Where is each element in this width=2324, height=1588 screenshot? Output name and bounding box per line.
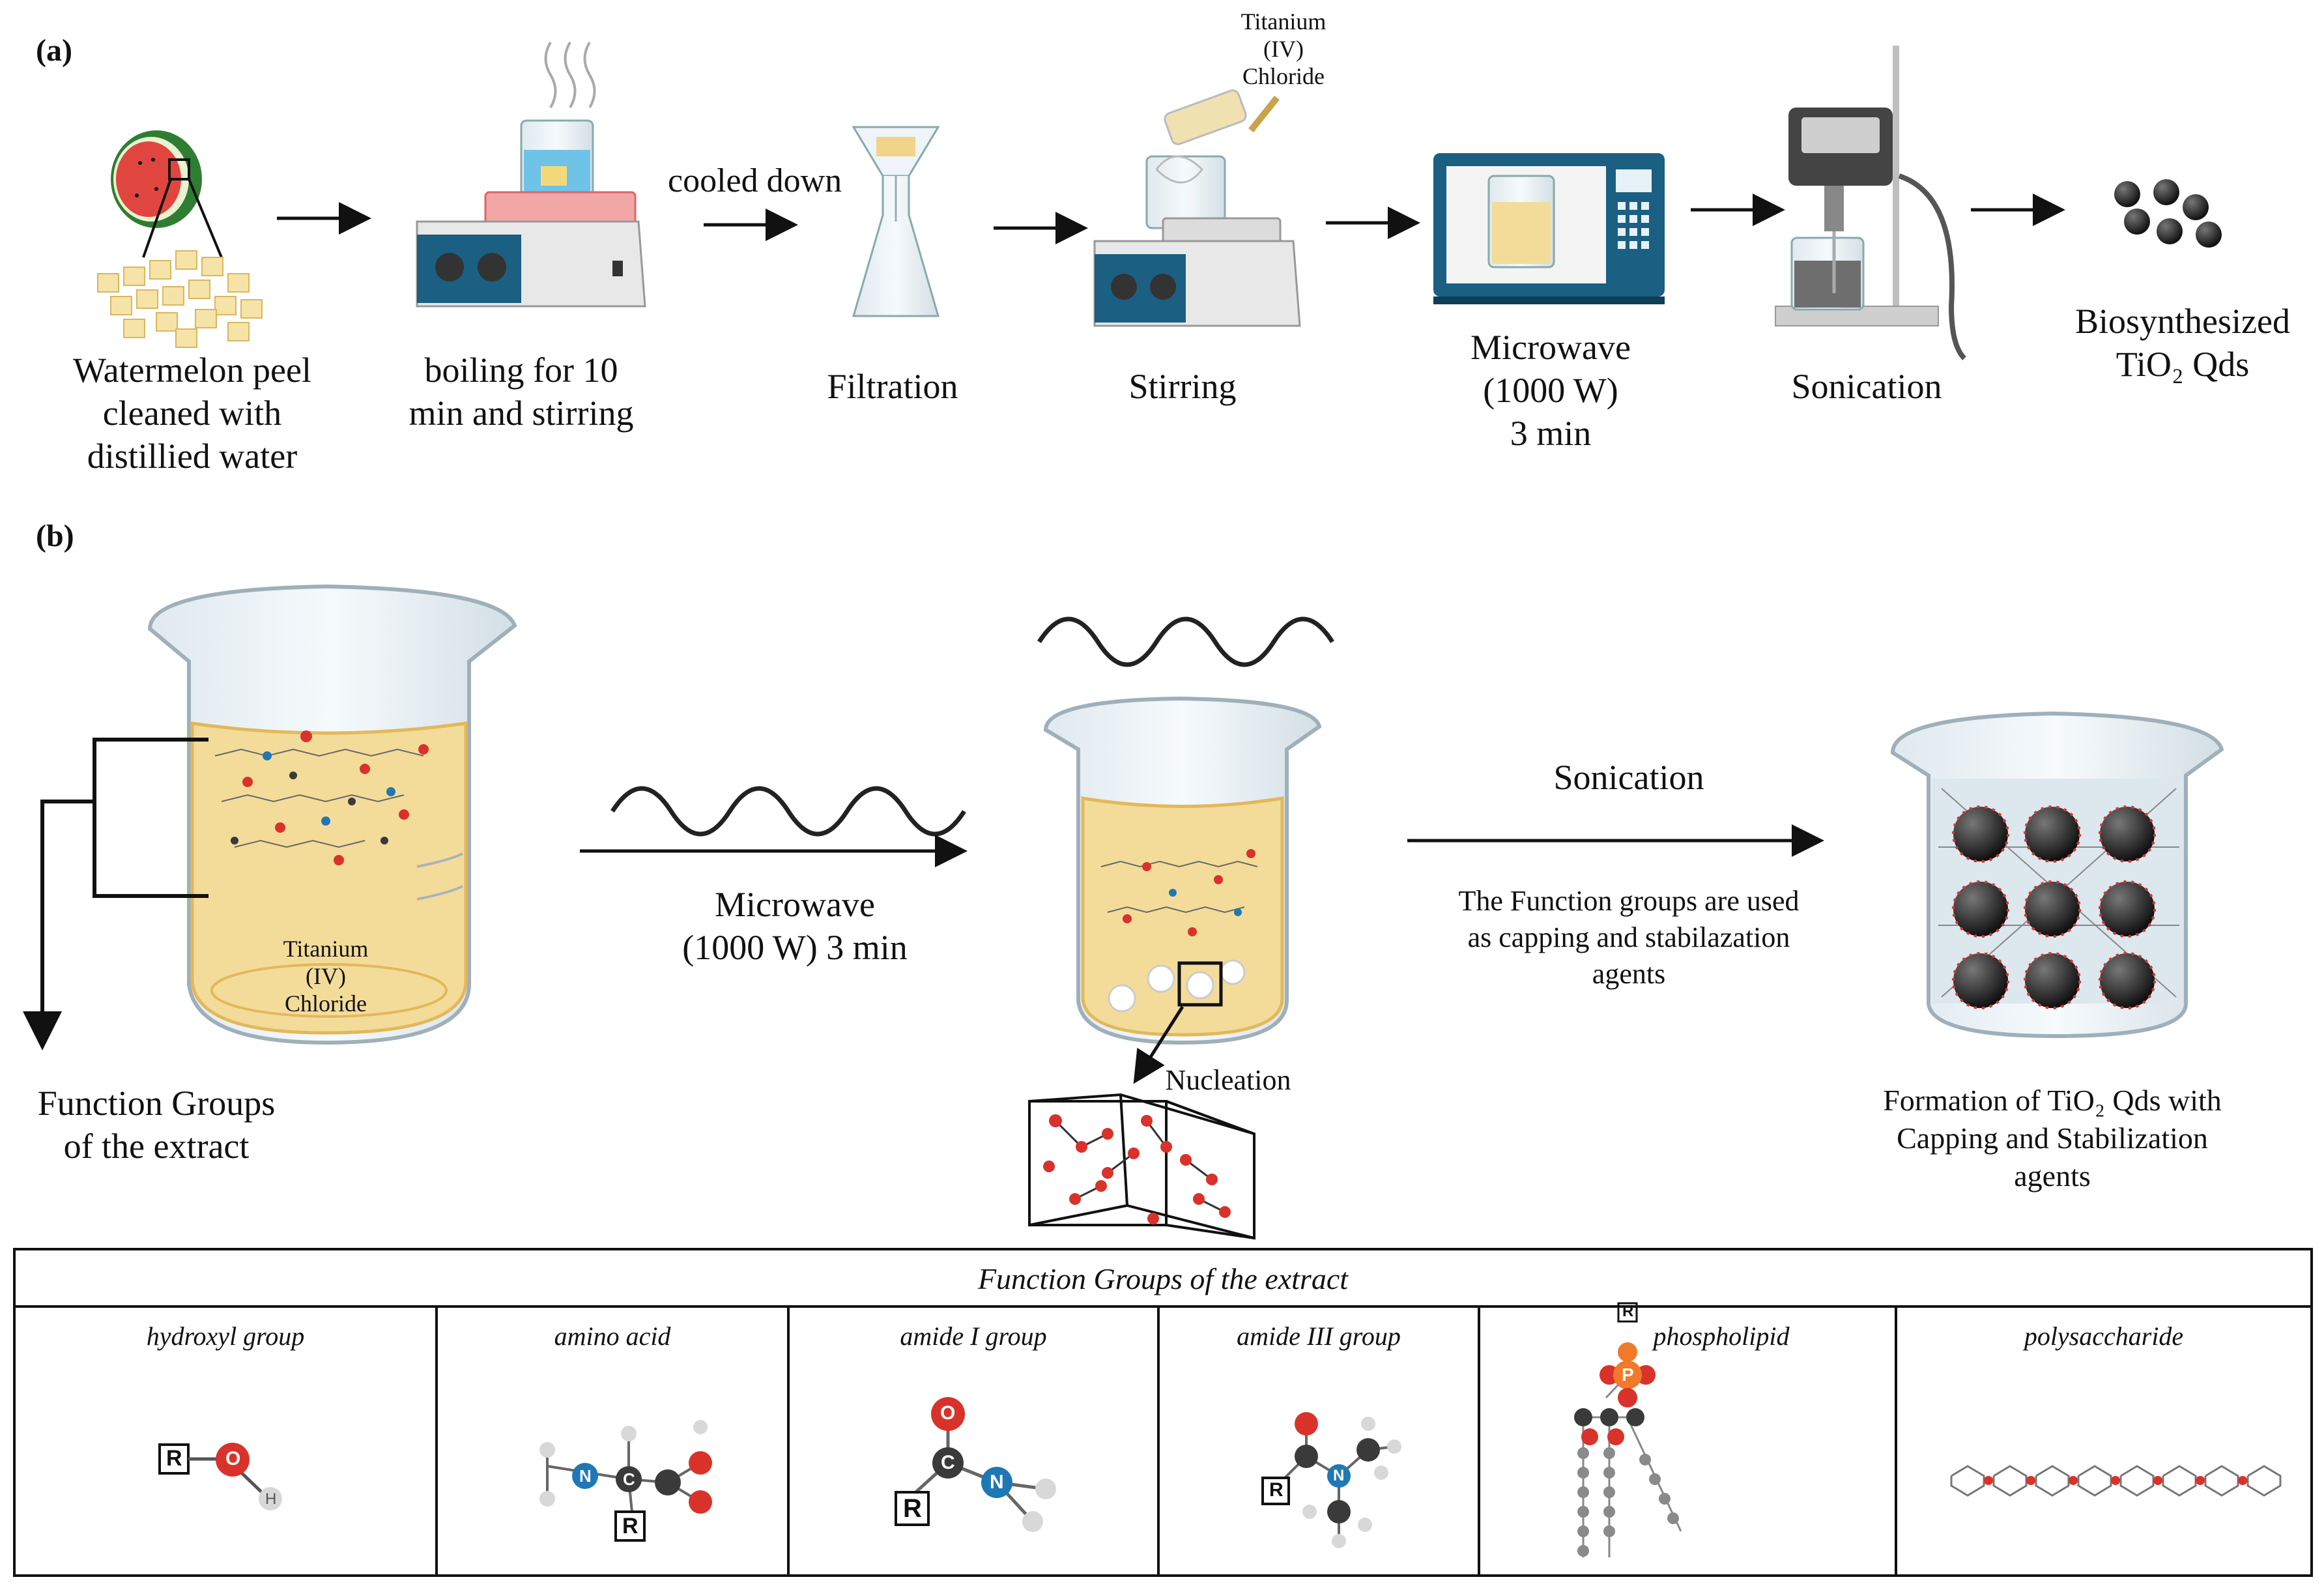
group-name: amino acid — [554, 1321, 671, 1351]
hydroxyl-molecule-icon — [158, 1443, 282, 1510]
crystal-atoms — [1043, 1114, 1231, 1224]
step-microwave-label: Microwave(1000 W)3 min — [1470, 328, 1631, 453]
group-name: amide I group — [900, 1321, 1047, 1351]
cell-amino-acid: amino acid — [438, 1308, 790, 1574]
hotplate-boiling-icon — [416, 41, 646, 308]
amide-i-molecule-icon — [895, 1397, 1056, 1532]
watermelon-icon — [111, 130, 223, 258]
arrow-nucleation — [1133, 1005, 1184, 1084]
group-name: phospholipid — [1653, 1321, 1790, 1351]
cell-hydroxyl: hydroxyl group — [16, 1308, 438, 1574]
nucleation-label: Nucleation — [1165, 1064, 1291, 1096]
polysaccharide-molecule-icon — [1950, 1465, 2282, 1497]
sonication-b-label: Sonication — [1553, 758, 1704, 797]
group-name: amide III group — [1237, 1321, 1401, 1351]
cooled-down-label: cooled down — [668, 162, 842, 199]
group-name: hydroxyl group — [146, 1321, 305, 1351]
microwave-icon — [1433, 153, 1665, 304]
function-groups-bracket — [40, 738, 208, 1033]
table-title: Function Groups of the extract — [16, 1250, 2310, 1308]
nucleation-crystal-icon — [1028, 1093, 1255, 1240]
panel-b-label: (b) — [36, 519, 74, 553]
sonicator-icon — [1775, 46, 1966, 360]
reagent-ticl4-label: Titanium(IV)Chloride — [1241, 8, 1327, 89]
beaker-nucleation — [1043, 696, 1322, 1045]
tio2-qds-icon — [2114, 179, 2222, 248]
microwave-wave-top-icon — [1037, 616, 1334, 667]
peel-pieces — [97, 250, 263, 348]
filtration-flask-icon — [852, 126, 940, 317]
microwave-wave-icon — [610, 786, 966, 837]
beaker-capped-qds — [1890, 711, 2224, 1039]
step-sonication-label: Sonication — [1791, 367, 1942, 406]
beaker-extract-large — [147, 584, 517, 1045]
step-filtration-label: Filtration — [827, 367, 958, 406]
cell-amide-iii: amide III group — [1160, 1308, 1480, 1574]
cell-amide-i: amide I group — [790, 1308, 1160, 1574]
amino-acid-molecule-icon — [539, 1420, 712, 1542]
stirring-hotplate-icon — [1093, 89, 1301, 327]
panel-a-label: (a) — [36, 33, 72, 68]
group-name: polysaccharide — [2024, 1321, 2184, 1351]
cell-phospholipid: phospholipid — [1480, 1308, 1897, 1574]
amide-iii-molecule-icon — [1261, 1412, 1401, 1548]
function-groups-table: Function Groups of the extract hydroxyl … — [13, 1248, 2313, 1577]
cell-polysaccharide: polysaccharide — [1897, 1308, 2310, 1574]
step-stirring-label: Stirring — [1128, 367, 1237, 406]
microwave-b-label: Microwave(1000 W) 3 min — [682, 885, 908, 967]
beaker-ticl4-label: Titanium(IV)Chloride — [283, 936, 369, 1017]
